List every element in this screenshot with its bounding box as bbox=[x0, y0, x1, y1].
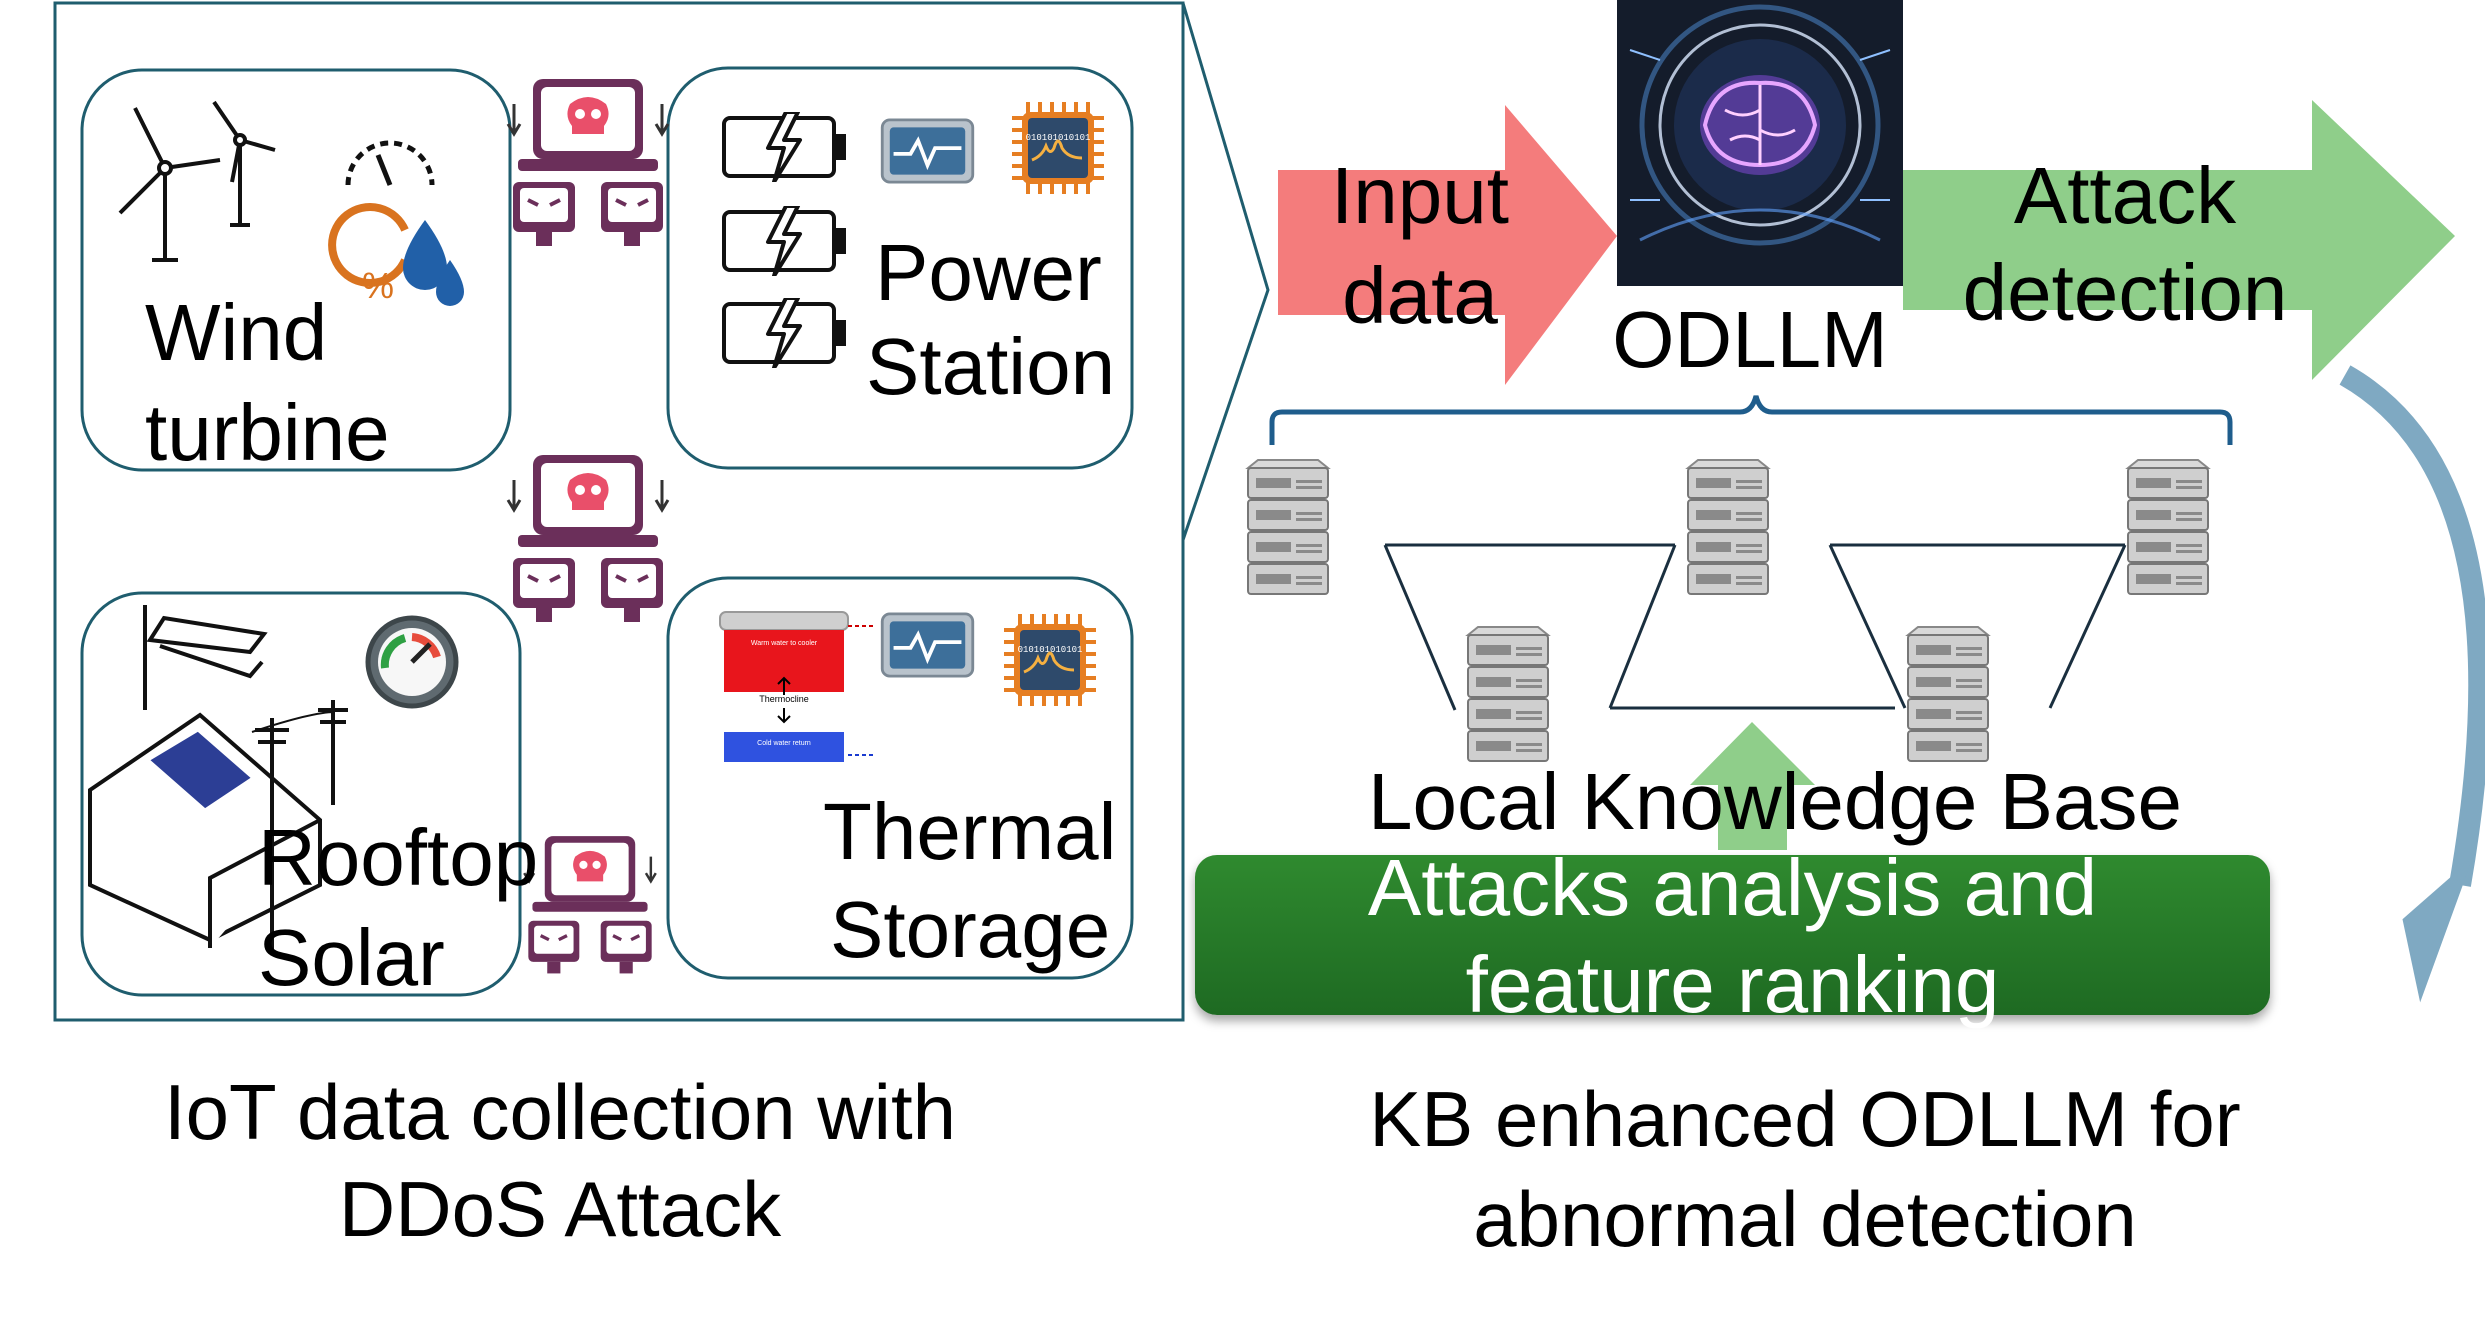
iot-caption-1: IoT data collection with bbox=[164, 1068, 956, 1156]
server-icon bbox=[1907, 626, 1989, 762]
feedback-arrow bbox=[2339, 365, 2485, 887]
svg-text:Cold water return: Cold water return bbox=[757, 740, 811, 747]
water-tank-icon: Warm water to cooler Thermocline Cold wa… bbox=[719, 611, 876, 762]
iot-frame bbox=[53, 1, 1185, 1022]
brain-icon bbox=[1617, 0, 1903, 286]
analysis-banner bbox=[1195, 855, 2270, 1015]
thermal-storage-group bbox=[666, 576, 1134, 980]
rooftop-label-2: Solar bbox=[258, 913, 445, 1002]
power-pole-icon bbox=[251, 700, 348, 953]
camera-icon bbox=[143, 605, 268, 710]
callout-pointer bbox=[1181, 2, 1270, 541]
power-label-1: Power bbox=[875, 228, 1102, 317]
up-arrow bbox=[1690, 722, 1815, 850]
wind-label-2: turbine bbox=[145, 388, 390, 477]
ddos-skull-icon bbox=[508, 79, 668, 246]
thermal-label-2: Storage bbox=[830, 885, 1111, 974]
server-icon bbox=[1467, 626, 1549, 762]
odllm-label: ODLLM bbox=[1612, 295, 1888, 384]
battery-icon bbox=[722, 206, 848, 276]
rooftop-label-1: Rooftop bbox=[258, 813, 539, 902]
thermal-label-1: Thermal bbox=[823, 787, 1117, 876]
power-station-group bbox=[666, 66, 1134, 470]
banner-label-1: Attacks analysis and bbox=[1367, 843, 2098, 932]
server-links bbox=[1383, 543, 2127, 711]
chip-icon bbox=[1002, 612, 1098, 708]
gauge-icon bbox=[345, 140, 435, 186]
output-arrow bbox=[1903, 100, 2455, 380]
server-icon bbox=[1247, 459, 1329, 595]
humidity-icon: % bbox=[328, 203, 464, 306]
kb-caption-2: abnormal detection bbox=[1473, 1175, 2137, 1263]
server-icon bbox=[1687, 459, 1769, 595]
ddos-skull-icon bbox=[508, 455, 668, 622]
input-label-1: Input bbox=[1331, 151, 1509, 240]
kb-title: Local Knowledge Base bbox=[1368, 757, 2182, 846]
chip-icon bbox=[1010, 100, 1106, 196]
kb-caption-1: KB enhanced ODLLM for bbox=[1369, 1075, 2241, 1163]
server-icon bbox=[2127, 459, 2209, 595]
output-label-2: detection bbox=[1962, 248, 2288, 337]
gauge-icon bbox=[365, 615, 459, 709]
monitor-icon bbox=[880, 118, 975, 184]
input-label-2: data bbox=[1342, 251, 1498, 340]
output-label-1: Attack bbox=[2013, 151, 2237, 240]
banner-label-2: feature ranking bbox=[1465, 940, 2000, 1029]
wind-turbine-icon bbox=[118, 100, 276, 262]
feedback-arrowhead bbox=[2402, 857, 2473, 1003]
battery-icon bbox=[722, 112, 848, 182]
iot-caption-2: DDoS Attack bbox=[338, 1165, 782, 1253]
svg-text:Thermocline: Thermocline bbox=[759, 694, 809, 704]
input-arrow bbox=[1278, 105, 1617, 385]
svg-text:Warm water to cooler: Warm water to cooler bbox=[751, 640, 818, 647]
power-label-2: Station bbox=[866, 322, 1116, 411]
wind-label-1: Wind bbox=[145, 288, 328, 377]
kb-brace bbox=[1269, 395, 2233, 445]
wind-turbine-group bbox=[80, 68, 512, 472]
monitor-icon bbox=[880, 612, 975, 678]
battery-icon bbox=[722, 298, 848, 368]
ddos-skull-icon bbox=[522, 834, 658, 976]
rooftop-solar-group bbox=[80, 591, 522, 997]
svg-text:%: % bbox=[362, 265, 394, 306]
